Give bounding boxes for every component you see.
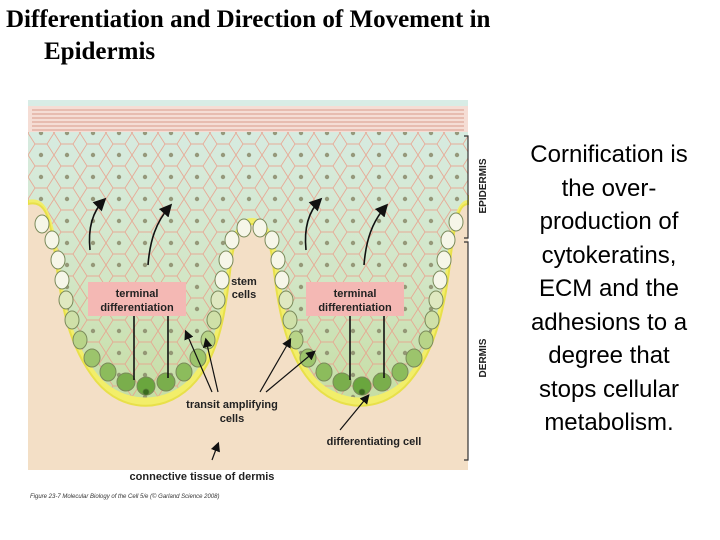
differentiation-arrows [88, 197, 391, 380]
svg-text:differentiation: differentiation [318, 302, 392, 314]
svg-text:transit amplifying: transit amplifying [186, 399, 278, 411]
transit-amplifying-label: transit amplifying cells [186, 399, 278, 425]
epidermis-diagram: terminal differentiation terminal differ… [28, 100, 489, 500]
transit-pointer-lines [184, 329, 370, 461]
basal-cells-right [252, 212, 464, 396]
dermis-axis-label: DERMIS [478, 338, 489, 377]
svg-text:terminal: terminal [116, 288, 159, 300]
layer-brackets [464, 135, 469, 461]
title-line-1: Differentiation and Direction of Movemen… [6, 6, 491, 33]
basal-cells-left [34, 214, 252, 396]
figure-caption: Figure 23-7 Molecular Biology of the Cel… [30, 493, 220, 500]
svg-text:stem: stem [231, 276, 257, 288]
svg-text:differentiation: differentiation [100, 302, 174, 314]
epidermis-axis-label: EPIDERMIS [478, 158, 489, 213]
differentiating-cells [142, 388, 366, 396]
cornification-text: Cornification is the over-production of … [530, 141, 688, 436]
terminal-differentiation-right: terminal differentiation [306, 282, 404, 316]
svg-text:cells: cells [220, 413, 244, 425]
stem-cells-label: stem cells [231, 276, 257, 301]
svg-text:cells: cells [232, 289, 256, 301]
terminal-differentiation-left: terminal differentiation [88, 282, 186, 316]
stratum-corneum [28, 106, 468, 132]
connective-tissue-label: connective tissue of dermis [130, 471, 275, 483]
title-line-2: Epidermis [44, 38, 156, 65]
svg-text:terminal: terminal [334, 288, 377, 300]
slide-title: Differentiation and Direction of Movemen… [6, 4, 616, 68]
differentiating-cell-label: differentiating cell [327, 436, 422, 448]
